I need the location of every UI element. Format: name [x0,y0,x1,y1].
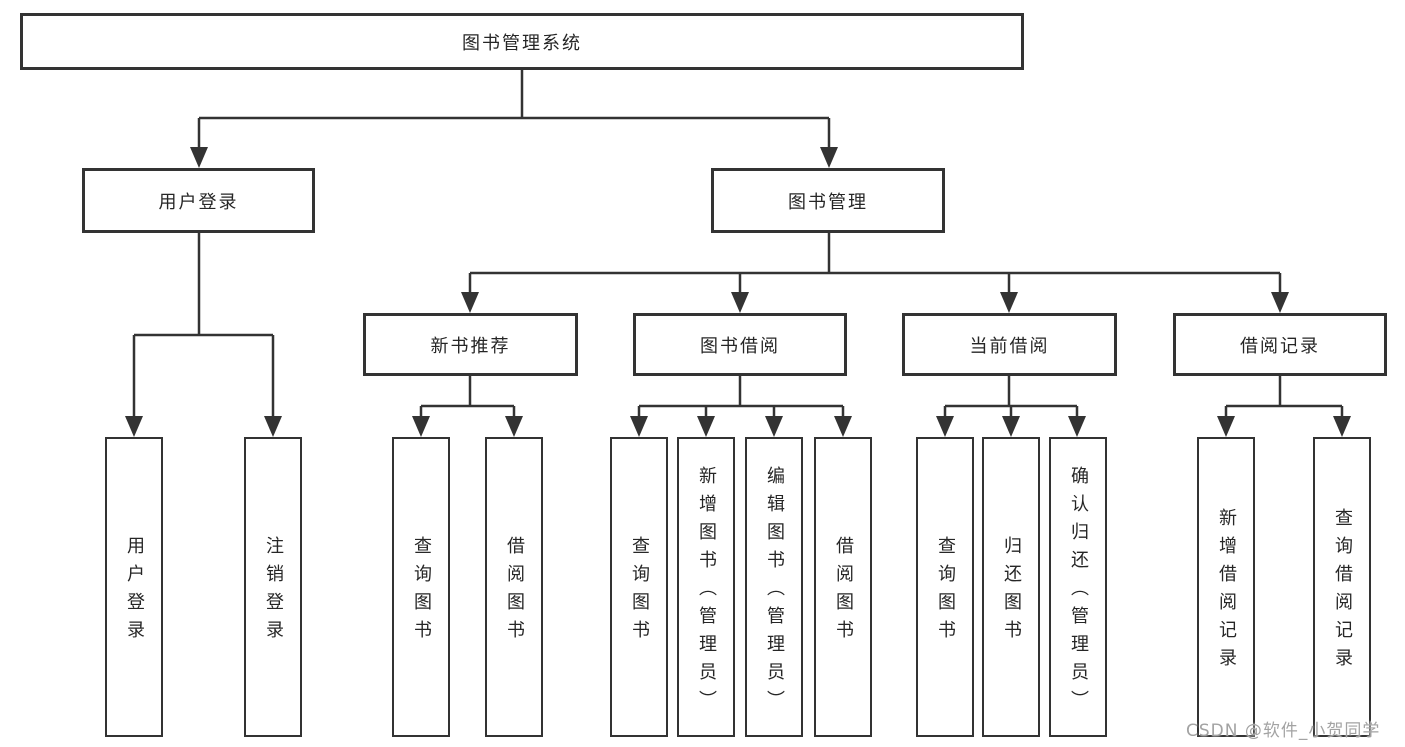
node-new-book-recommend: 新书推荐 [363,313,578,376]
leaf-current-confirm-return-admin: 确认归还（管理员） [1049,437,1107,737]
leaf-user-login: 用户登录 [105,437,163,737]
leaf-logout: 注销登录 [244,437,302,737]
node-library-management-system: 图书管理系统 [20,13,1024,70]
leaf-current-query-books: 查询图书 [916,437,974,737]
leaf-borrow-borrow-books: 借阅图书 [814,437,872,737]
csdn-watermark: CSDN @软件_小贺同学 [1186,721,1381,741]
node-user-login-branch: 用户登录 [82,168,315,233]
node-current-borrow: 当前借阅 [902,313,1117,376]
leaf-current-return-books: 归还图书 [982,437,1040,737]
leaf-newbook-borrow-books: 借阅图书 [485,437,543,737]
leaf-borrow-edit-books-admin: 编辑图书（管理员） [745,437,803,737]
node-book-borrow: 图书借阅 [633,313,847,376]
node-borrow-records: 借阅记录 [1173,313,1387,376]
leaf-records-add-record: 新增借阅记录 [1197,437,1255,737]
leaf-borrow-add-books-admin: 新增图书（管理员） [677,437,735,737]
leaf-records-query-record: 查询借阅记录 [1313,437,1371,737]
leaf-borrow-query-books: 查询图书 [610,437,668,737]
arrowhead-icons [125,147,1351,437]
leaf-newbook-query-books: 查询图书 [392,437,450,737]
node-book-management-branch: 图书管理 [711,168,945,233]
